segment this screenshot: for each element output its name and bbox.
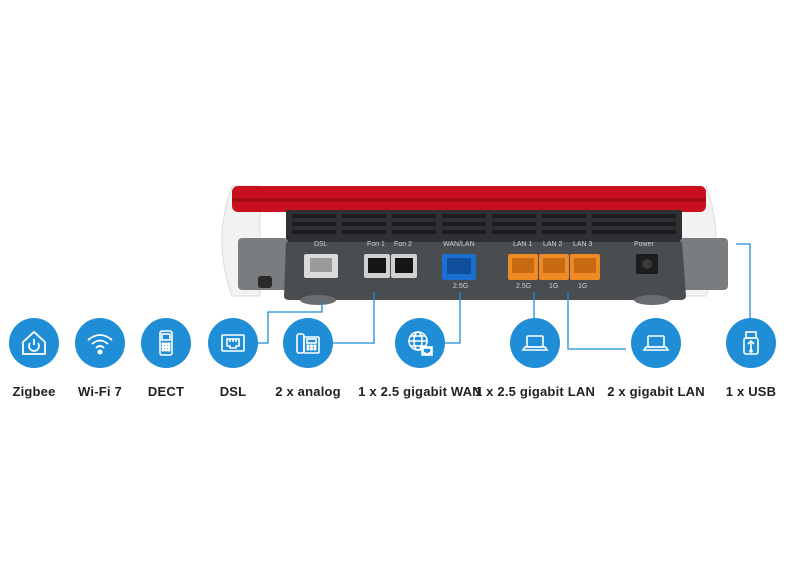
analog-phone-icon <box>283 318 333 368</box>
wifi-icon <box>75 318 125 368</box>
port-label-lan3-speed: 1G <box>578 283 588 290</box>
feature-wan: 1 x 2.5 gigabit WAN <box>355 318 485 399</box>
feature-label: Wi-Fi 7 <box>78 384 122 399</box>
port-label-power: Power <box>634 241 654 248</box>
port-label-wan-speed: 2.5G <box>453 283 469 290</box>
home-power-icon <box>9 318 59 368</box>
feature-zigbee: Zigbee <box>0 318 89 399</box>
port-label-lan2: LAN 2 <box>543 241 563 248</box>
usb-stick-icon <box>726 318 776 368</box>
feature-label: 2 x analog <box>275 384 341 399</box>
port-label-wanlan: WAN/LAN <box>443 241 475 248</box>
feature-label: 1 x 2.5 gigabit LAN <box>474 384 596 399</box>
feature-lan-1g: 2 x gigabit LAN <box>600 318 712 399</box>
port-label-dsl: DSL <box>314 241 328 248</box>
feature-usb: 1 x USB <box>696 318 786 399</box>
feature-label: 2 x gigabit LAN <box>607 384 705 399</box>
port-label-lan3: LAN 3 <box>573 241 593 248</box>
port-label-lan1: LAN 1 <box>513 241 533 248</box>
globe-icon <box>395 318 445 368</box>
dsl-port-icon <box>208 318 258 368</box>
feature-dsl: DSL <box>178 318 288 399</box>
port-label-lan1-speed: 2.5G <box>516 283 532 290</box>
cordless-phone-icon <box>141 318 191 368</box>
port-label-fon1: Fon 1 <box>367 241 385 248</box>
feature-label: Zigbee <box>12 384 56 399</box>
port-label-fon2: Fon 2 <box>394 241 412 248</box>
laptop-icon <box>631 318 681 368</box>
feature-lan-25: 1 x 2.5 gigabit LAN <box>474 318 596 399</box>
feature-wifi: Wi-Fi 7 <box>45 318 155 399</box>
feature-analog: 2 x analog <box>253 318 363 399</box>
laptop-icon <box>510 318 560 368</box>
port-label-lan2-speed: 1G <box>549 283 559 290</box>
feature-label: 1 x 2.5 gigabit WAN <box>358 384 482 399</box>
feature-dect: DECT <box>111 318 221 399</box>
feature-label: DSL <box>219 384 247 399</box>
feature-label: 1 x USB <box>725 384 777 399</box>
feature-label: DECT <box>147 384 185 399</box>
